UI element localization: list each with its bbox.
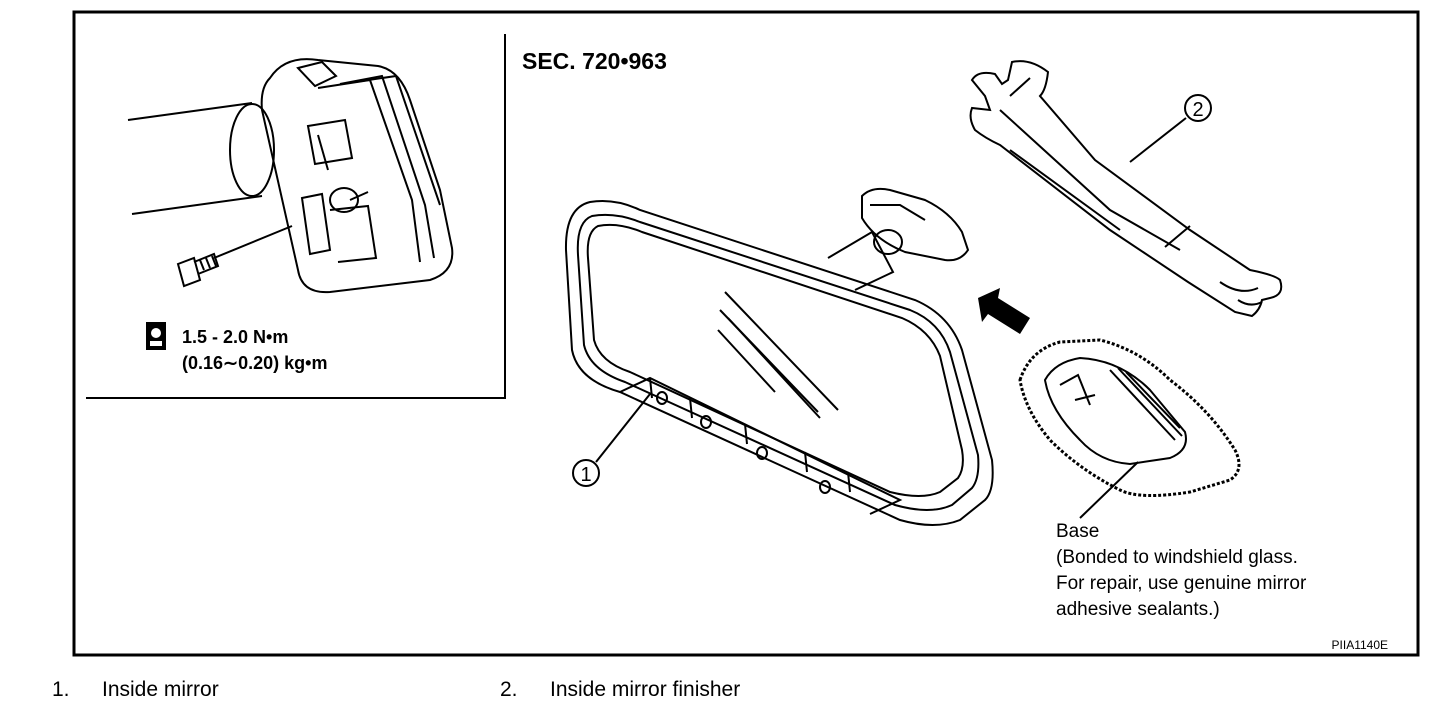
callout-2-circle: [1184, 94, 1212, 122]
base-note-line3: For repair, use genuine mirror: [1056, 573, 1307, 594]
torque-spec-line1: 1.5 - 2.0 N•m: [182, 327, 288, 347]
legend-item-1: 1. Inside mirror: [52, 678, 219, 702]
installation-arrow-icon: [978, 288, 1030, 334]
torque-spec-line2: (0.16∼0.20) kg•m: [182, 353, 327, 373]
callout-2-number: 2: [1192, 99, 1203, 121]
callout-1-leader: [595, 393, 651, 463]
inside-mirror-illustration: [564, 187, 994, 526]
callout-2-leader: [1129, 117, 1187, 163]
legend-item-1-label: Inside mirror: [102, 678, 219, 701]
mount-detail-illustration: [127, 58, 454, 294]
legend-item-2: 2. Inside mirror finisher: [500, 678, 740, 702]
base-note-line2: (Bonded to windshield glass.: [1056, 547, 1298, 568]
legend-item-2-label: Inside mirror finisher: [550, 678, 741, 701]
callout-1-number: 1: [580, 464, 591, 486]
legend-item-1-number: 1.: [52, 678, 70, 701]
figure-frame: [72, 10, 1420, 657]
torque-wrench-icon: [146, 322, 166, 350]
windshield-base-illustration: [1018, 338, 1241, 498]
figure-code: PIIA1140E: [1332, 638, 1388, 652]
base-note-leader: [1079, 461, 1139, 519]
inset-border: [86, 34, 506, 399]
base-note-line1: Base: [1056, 521, 1099, 542]
base-note-line4: adhesive sealants.): [1056, 599, 1220, 620]
mirror-finisher-illustration: [969, 60, 1283, 318]
section-label: SEC. 720•963: [522, 48, 667, 74]
legend-item-2-number: 2.: [500, 678, 518, 701]
callout-1-circle: [572, 459, 600, 487]
